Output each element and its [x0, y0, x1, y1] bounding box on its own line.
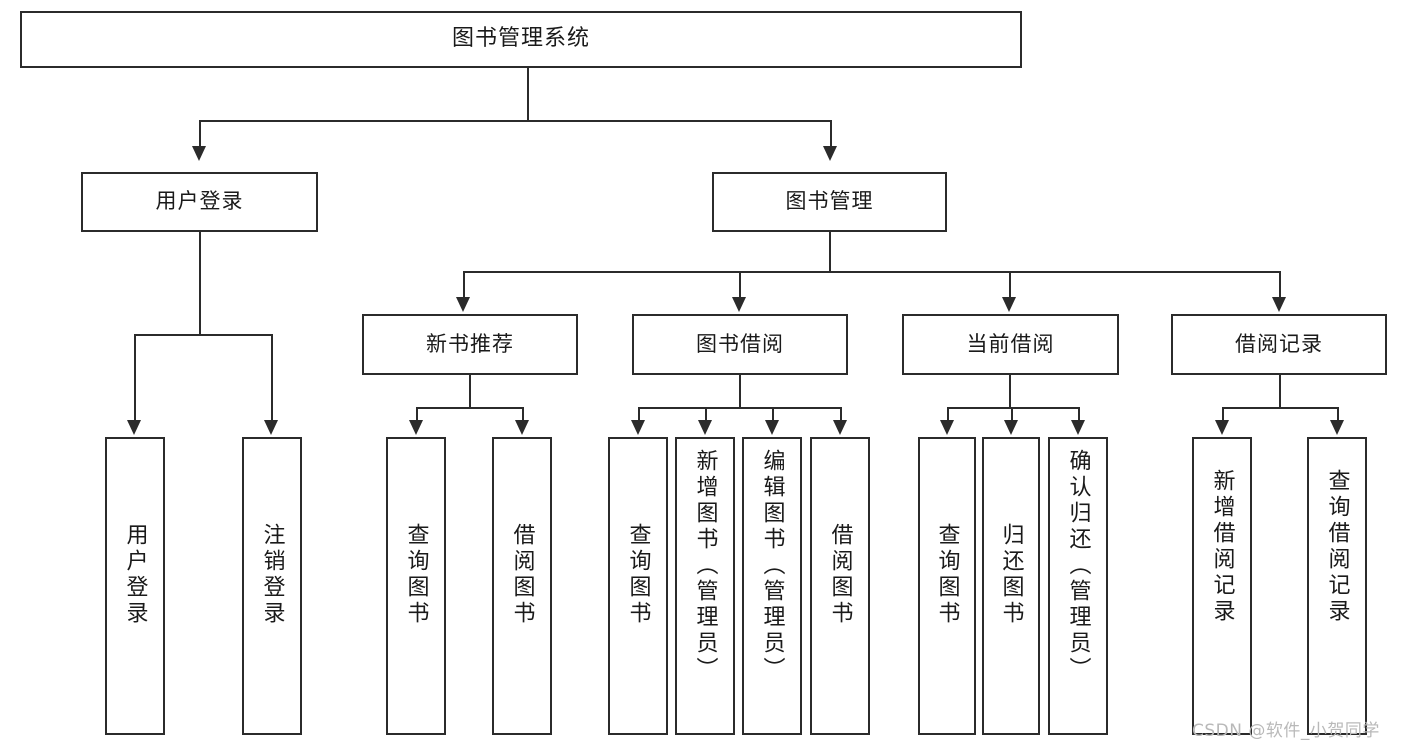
connector-bookborrow-drop-3: [772, 407, 774, 422]
connector-userlogin-stem: [199, 232, 201, 334]
arrow-to-leaf-user-login: [127, 420, 141, 435]
node-new-book-recommend[interactable]: 新书推荐: [362, 314, 578, 375]
connector-userlogin-bus: [134, 334, 271, 336]
leaf-add-book[interactable]: 新增图书（管理员）: [675, 437, 735, 735]
arrow-to-leaf-query-book-3: [940, 420, 954, 435]
node-label: 查询借阅记录: [1324, 469, 1350, 625]
node-label: 新增借阅记录: [1209, 469, 1235, 625]
arrow-to-current-borrow: [1002, 297, 1016, 312]
arrow-to-leaf-borrow-book-1: [515, 420, 529, 435]
node-book-management[interactable]: 图书管理: [712, 172, 947, 232]
node-label: 新书推荐: [426, 331, 514, 356]
leaf-user-login[interactable]: 用户登录: [105, 437, 165, 735]
arrow-to-leaf-borrow-book-2: [833, 420, 847, 435]
connector-currentborrow-drop-2: [1011, 407, 1013, 422]
node-label: 确认归还（管理员）: [1065, 449, 1091, 683]
arrow-to-leaf-query-book-2: [631, 420, 645, 435]
node-label: 注销登录: [259, 523, 285, 627]
leaf-query-book-2[interactable]: 查询图书: [608, 437, 668, 735]
node-label: 归还图书: [998, 523, 1024, 627]
connector-userlogin-drop-2: [271, 334, 273, 422]
leaf-borrow-book-1[interactable]: 借阅图书: [492, 437, 552, 735]
arrow-to-leaf-confirm-return: [1071, 420, 1085, 435]
arrow-to-book-borrow: [732, 297, 746, 312]
connector-level2-drop-1: [463, 271, 465, 299]
node-book-borrow[interactable]: 图书借阅: [632, 314, 848, 375]
connector-level2-drop-4: [1279, 271, 1281, 299]
node-book-management-system[interactable]: 图书管理系统: [20, 11, 1022, 68]
arrow-to-leaf-add-book: [698, 420, 712, 435]
arrow-to-borrow-record: [1272, 297, 1286, 312]
node-label: 新增图书（管理员）: [692, 449, 718, 683]
connector-level2-drop-3: [1009, 271, 1011, 299]
connector-currentborrow-drop-3: [1078, 407, 1080, 422]
connector-bookborrow-bus: [638, 407, 840, 409]
connector-level1-drop-left: [199, 120, 201, 148]
connector-userlogin-drop-1: [134, 334, 136, 422]
node-label: 借阅图书: [509, 523, 535, 627]
node-label: 查询图书: [625, 523, 651, 627]
leaf-add-record[interactable]: 新增借阅记录: [1192, 437, 1252, 735]
arrow-to-leaf-add-record: [1215, 420, 1229, 435]
connector-bookborrow-drop-1: [638, 407, 640, 422]
connector-borrowrecord-bus: [1222, 407, 1337, 409]
connector-borrowrecord-drop-1: [1222, 407, 1224, 422]
connector-level1-bus: [199, 120, 831, 122]
node-label: 查询图书: [403, 523, 429, 627]
connector-newbook-drop-1: [416, 407, 418, 422]
connector-level2-bus: [463, 271, 1279, 273]
node-label: 用户登录: [155, 189, 244, 214]
csdn-watermark: CSDN @软件_小贺同学: [1192, 721, 1380, 741]
arrow-to-new-book-recommend: [456, 297, 470, 312]
arrow-to-book-management: [823, 146, 837, 161]
arrow-to-leaf-user-logout: [264, 420, 278, 435]
connector-borrowrecord-drop-2: [1337, 407, 1339, 422]
node-label: 图书管理: [785, 189, 874, 214]
arrow-to-user-login: [192, 146, 206, 161]
node-label: 查询图书: [934, 523, 960, 627]
leaf-edit-book[interactable]: 编辑图书（管理员）: [742, 437, 802, 735]
connector-title-stem: [527, 68, 529, 120]
connector-newbook-stem: [469, 375, 471, 407]
connector-newbook-drop-2: [522, 407, 524, 422]
connector-bookborrow-drop-2: [705, 407, 707, 422]
node-label: 借阅图书: [827, 523, 853, 627]
leaf-query-record[interactable]: 查询借阅记录: [1307, 437, 1367, 735]
node-label: 当前借阅: [966, 331, 1055, 356]
node-label: 图书管理系统: [451, 26, 590, 52]
node-label: 借阅记录: [1235, 331, 1323, 356]
connector-borrowrecord-stem: [1279, 375, 1281, 407]
leaf-user-logout[interactable]: 注销登录: [242, 437, 302, 735]
leaf-query-book-3[interactable]: 查询图书: [918, 437, 976, 735]
node-user-login[interactable]: 用户登录: [81, 172, 318, 232]
node-label: 编辑图书（管理员）: [759, 449, 785, 683]
arrow-to-leaf-query-book-1: [409, 420, 423, 435]
node-label: 图书借阅: [696, 331, 784, 356]
connector-currentborrow-drop-1: [947, 407, 949, 422]
connector-newbook-bus: [416, 407, 522, 409]
connector-level1-drop-right: [830, 120, 832, 148]
connector-bookborrow-drop-4: [840, 407, 842, 422]
connector-currentborrow-stem: [1009, 375, 1011, 407]
node-current-borrow[interactable]: 当前借阅: [902, 314, 1119, 375]
arrow-to-leaf-edit-book: [765, 420, 779, 435]
connector-bookmgmt-stem: [829, 232, 831, 271]
connector-bookborrow-stem: [739, 375, 741, 407]
leaf-confirm-return[interactable]: 确认归还（管理员）: [1048, 437, 1108, 735]
node-label: 用户登录: [122, 523, 148, 627]
connector-level2-drop-2: [739, 271, 741, 299]
leaf-query-book-1[interactable]: 查询图书: [386, 437, 446, 735]
node-borrow-record[interactable]: 借阅记录: [1171, 314, 1387, 375]
leaf-return-book[interactable]: 归还图书: [982, 437, 1040, 735]
arrow-to-leaf-return-book: [1004, 420, 1018, 435]
leaf-borrow-book-2[interactable]: 借阅图书: [810, 437, 870, 735]
arrow-to-leaf-query-record: [1330, 420, 1344, 435]
